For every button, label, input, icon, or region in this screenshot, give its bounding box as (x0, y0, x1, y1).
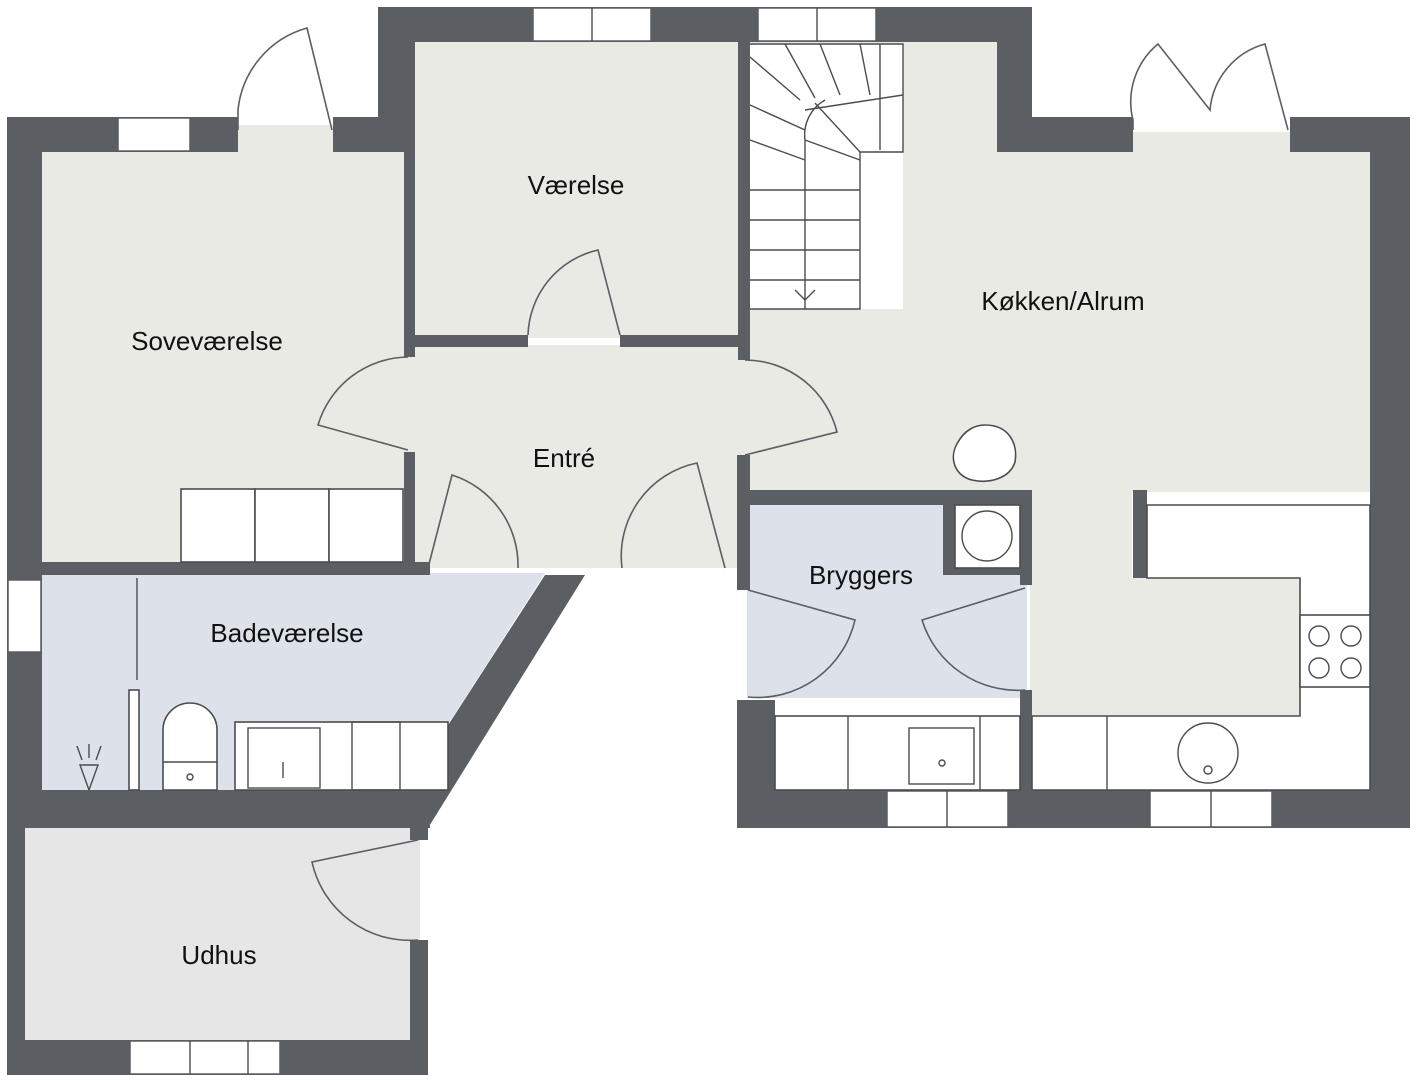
utility-sink (908, 727, 975, 785)
label-bryggers: Bryggers (809, 560, 913, 590)
washing-machine (954, 504, 1021, 569)
wardrobe (254, 488, 330, 563)
label-vaerelse: Værelse (528, 170, 625, 200)
door-swing[interactable] (1130, 42, 1289, 131)
wardrobe (328, 488, 404, 563)
shower-icon (76, 744, 102, 793)
furniture (76, 424, 1371, 793)
window (7, 579, 42, 653)
door-swing[interactable] (747, 589, 856, 699)
door-swing[interactable] (920, 587, 1026, 692)
label-badevaerelse: Badeværelse (210, 618, 363, 648)
label-udhus: Udhus (181, 940, 256, 970)
label-entre: Entré (533, 443, 595, 473)
staircase[interactable] (749, 43, 904, 310)
door-swing[interactable] (317, 356, 409, 451)
room-labels: Soveværelse Værelse Entré Køkken/Alrum B… (131, 170, 1145, 970)
door-swing[interactable] (427, 473, 519, 569)
door-swing[interactable] (311, 839, 419, 942)
label-sovevaerelse: Soveværelse (131, 326, 283, 356)
window (129, 1040, 281, 1075)
room-udhus[interactable] (25, 826, 420, 1044)
windows (7, 7, 1273, 1075)
room-entre[interactable] (410, 345, 745, 568)
wardrobe (180, 488, 256, 563)
door-swing[interactable] (744, 359, 838, 456)
utility-counter (774, 715, 1021, 791)
door-swing[interactable] (620, 462, 726, 569)
kitchen-sink (1177, 722, 1239, 784)
stove[interactable] (1299, 614, 1371, 688)
room-fills (25, 42, 1370, 1044)
arrow-down-icon (794, 289, 816, 301)
bath-vanity (234, 721, 449, 791)
door-swing[interactable] (527, 249, 621, 336)
doors (237, 27, 1289, 942)
label-kokken: Køkken/Alrum (981, 286, 1144, 316)
window (117, 117, 191, 152)
room-vaerelse[interactable] (415, 42, 740, 338)
door-swing[interactable] (237, 27, 333, 131)
dining-table (952, 424, 1017, 482)
toilet (162, 702, 218, 791)
kitchen-counter (1031, 504, 1371, 791)
